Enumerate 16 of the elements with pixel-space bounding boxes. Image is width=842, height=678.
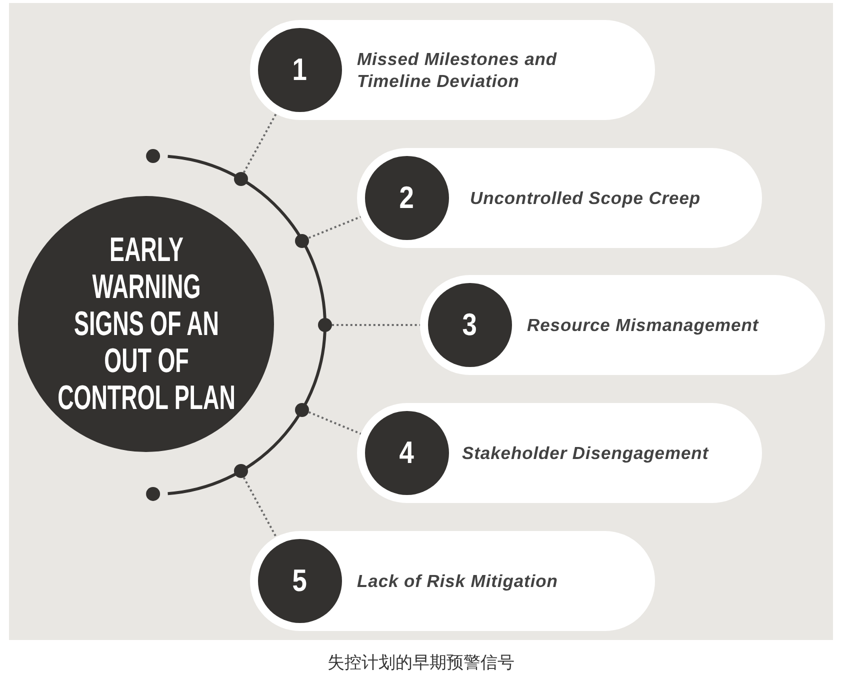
- dotted-line: [242, 477, 278, 538]
- dotted-line: [308, 216, 362, 239]
- number-circle: 5: [258, 539, 342, 623]
- caption: 失控计划的早期预警信号: [328, 652, 514, 674]
- item-text: Lack of Risk Mitigation: [357, 570, 558, 592]
- item-text: Stakeholder Disengagement: [462, 442, 709, 464]
- number-circle: 3: [428, 283, 512, 367]
- dotted-line: [242, 113, 277, 173]
- number-circle: 4: [365, 411, 449, 495]
- item-text: Resource Mismanagement: [527, 314, 759, 336]
- item-text: Missed Milestones and Timeline Deviation: [357, 48, 558, 92]
- dotted-line: [332, 324, 420, 326]
- item-text: Uncontrolled Scope Creep: [470, 187, 701, 209]
- number-circle: 2: [365, 156, 449, 240]
- dotted-line: [308, 411, 362, 435]
- number-circle: 1: [258, 28, 342, 112]
